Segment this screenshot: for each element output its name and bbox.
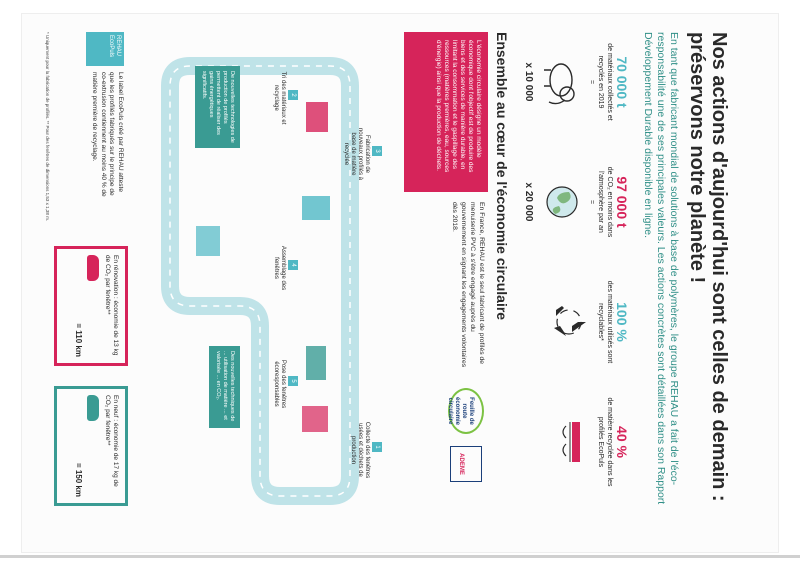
car-icon xyxy=(87,255,99,281)
france-commitment-text: En France, REHAU est le seul fabricant d… xyxy=(451,202,485,368)
house-shape xyxy=(302,406,328,432)
card-title: En neuf : économie de 17 kg de CO₂ par f… xyxy=(104,395,119,487)
card-distance: = 150 km xyxy=(74,462,83,497)
stat-recycled-content: 40 % de matière recyclée dans les profil… xyxy=(547,392,630,492)
elephant-icon xyxy=(544,63,575,105)
circular-economy-box: L'économie circulaire désigne un modèle … xyxy=(404,32,488,192)
stat-value: 70 000 t xyxy=(614,56,630,108)
stat-value: 40 % xyxy=(614,426,630,458)
scanner-edge xyxy=(0,555,800,558)
step-label: Collecte des fenêtres usées et déchets d… xyxy=(350,421,370,479)
stat-value: 100 % xyxy=(614,302,630,342)
stat-co2: 97 000 t de CO₂ en moins dans l'atmosphè… xyxy=(523,152,630,252)
stat-multiplier: x 10 000 xyxy=(523,62,534,102)
card-title: En rénovation : économie de 13 kg de CO₂… xyxy=(104,255,119,356)
footnote: * Uniquement pour la fabrication de prof… xyxy=(45,32,50,222)
step-label: Assemblage des fenêtres xyxy=(273,245,286,291)
step-number: 3 xyxy=(372,146,382,156)
technique-note: Des nouvelles techniques de ... utilisat… xyxy=(209,346,240,428)
stat-label: de matière recyclée dans les profilés Ec… xyxy=(597,397,613,487)
stat-multiplier: x 20 000 xyxy=(523,182,534,222)
building-shape xyxy=(302,196,330,220)
window-stack-shape xyxy=(196,226,220,256)
ecopuls-label-text: Le label EcoPuls créé par REHAU atteste … xyxy=(91,72,125,197)
circular-diagram: 2 Tri des matériaux et recyclage 3 Fabri… xyxy=(135,46,390,516)
car-icon xyxy=(87,395,99,421)
stat-equals: = xyxy=(588,199,595,205)
renovation-card: En rénovation : économie de 13 kg de CO₂… xyxy=(54,246,128,366)
stat-equals: = xyxy=(588,79,595,85)
energy-note: De nouvelles technologies de production … xyxy=(195,66,240,148)
stat-label: des matériaux utilisés sont recyclables* xyxy=(597,280,613,364)
scanned-sheet xyxy=(22,14,778,552)
step-number: 2 xyxy=(288,90,298,100)
card-distance: = 110 km xyxy=(74,323,83,357)
feuille-de-route-logo: Feuille de route économie circulaire xyxy=(447,388,484,434)
earth-icon xyxy=(546,186,578,218)
stat-recyclable: 100 % des matériaux utilisés sont recycl… xyxy=(547,272,630,372)
stat-label: de CO₂ en moins dans l'atmosphère par an xyxy=(597,166,613,238)
truck-shape xyxy=(306,346,326,380)
ademe-logo: ADEME xyxy=(450,446,482,482)
step-number: 5 xyxy=(288,376,298,386)
stat-value: 97 000 t xyxy=(614,176,630,228)
section-title: Ensemble au cœur de l'économie circulair… xyxy=(494,32,510,321)
stat-materials: 70 000 t de matériaux collectés et recyc… xyxy=(523,32,630,132)
intro-paragraph: En tant que fabricant mondial de solutio… xyxy=(642,32,680,505)
step-number: 4 xyxy=(288,260,298,270)
factory-shape xyxy=(306,102,328,132)
rehau-ecopuls-badge: REHAU EcoPuls xyxy=(86,32,124,66)
new-build-card: En neuf : économie de 17 kg de CO₂ par f… xyxy=(54,386,128,506)
step-number: 1 xyxy=(372,442,382,452)
step-label: Tri des matériaux et recyclage xyxy=(273,71,286,125)
stat-label: de matériaux collectés et recyclés en 20… xyxy=(597,43,613,121)
rotated-page: Nos actions d'aujourd'hui sont celles de… xyxy=(40,16,740,536)
title-line-1: Nos actions d'aujourd'hui sont celles de… xyxy=(708,32,730,502)
step-label: Fabrication de nouveaux profilés à base … xyxy=(343,127,370,181)
page-title: Nos actions d'aujourd'hui sont celles de… xyxy=(686,32,730,512)
step-label: Pose des fenêtres écoresponsables xyxy=(273,359,286,409)
eco-profile-icon xyxy=(562,422,580,462)
title-line-2: préservons notre planète ! xyxy=(686,32,708,284)
recycle-icon xyxy=(554,306,586,336)
